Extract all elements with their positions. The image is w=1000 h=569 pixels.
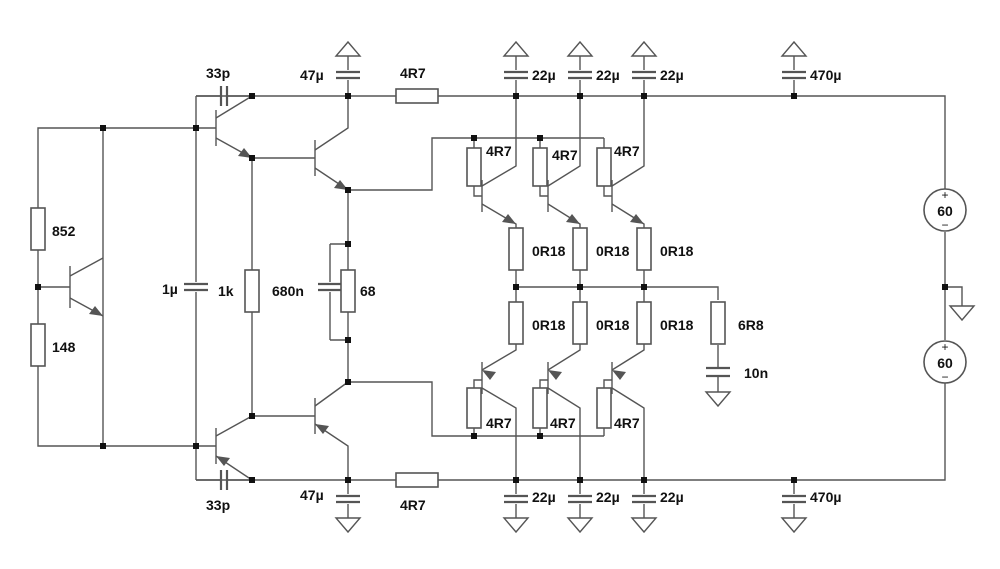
r-emitter-top-3-label: 0R18 xyxy=(660,243,694,259)
r-emitter-top-1-label: 0R18 xyxy=(532,243,566,259)
r-emitter-bottom-3-label: 0R18 xyxy=(660,317,694,333)
r-bias-top-label: 852 xyxy=(52,223,76,239)
c-decouple-top-3-label: 22µ xyxy=(660,67,684,83)
ground-symbols xyxy=(334,40,976,534)
r-base-top-3-label: 4R7 xyxy=(614,143,640,159)
c-bulk-bottom-label: 470µ xyxy=(810,489,841,505)
r-base-top-1-label: 4R7 xyxy=(486,143,512,159)
c-speedup-label: 680n xyxy=(272,283,304,299)
component-labels: 33p 33p 47µ 47µ 4R7 4R7 22µ 22µ 22µ 22µ … xyxy=(52,65,841,513)
plus-sign: + xyxy=(941,188,948,202)
r-base-top-2-label: 4R7 xyxy=(552,147,578,163)
c-decouple-top-1-label: 22µ xyxy=(532,67,556,83)
c-input-bottom-label: 33p xyxy=(206,497,230,513)
r-bias-bottom-label: 148 xyxy=(52,339,76,355)
r-zobel-label: 6R8 xyxy=(738,317,764,333)
c-bootstrap-bottom-label: 47µ xyxy=(300,487,324,503)
r-rail-top-label: 4R7 xyxy=(400,65,426,81)
c-bootstrap-top-label: 47µ xyxy=(300,67,324,83)
r-emitter-top-2-label: 0R18 xyxy=(596,243,630,259)
r-base-bottom-1-label: 4R7 xyxy=(486,415,512,431)
r-base-bottom-2-label: 4R7 xyxy=(550,415,576,431)
c-decouple-bottom-1-label: 22µ xyxy=(532,489,556,505)
plus-sign: + xyxy=(941,340,948,354)
supply-top-label: 60 xyxy=(937,203,953,219)
c-input-top-label: 33p xyxy=(206,65,230,81)
r-emitter-bottom-1-label: 0R18 xyxy=(532,317,566,333)
c-decouple-bottom-2-label: 22µ xyxy=(596,489,620,505)
c-decouple-top-2-label: 22µ xyxy=(596,67,620,83)
c-bias-label: 1µ xyxy=(162,281,178,297)
c-decouple-bottom-3-label: 22µ xyxy=(660,489,684,505)
voltage-source-top: + 60 − xyxy=(923,188,967,232)
minus-sign: − xyxy=(941,370,948,384)
minus-sign: − xyxy=(941,218,948,232)
r-speedup-label: 68 xyxy=(360,283,376,299)
c-zobel-label: 10n xyxy=(744,365,768,381)
r-base-bottom-3-label: 4R7 xyxy=(614,415,640,431)
emitter-arrows xyxy=(89,148,644,466)
r-driver-label: 1k xyxy=(218,283,234,299)
r-emitter-bottom-2-label: 0R18 xyxy=(596,317,630,333)
voltage-source-bottom: + 60 − xyxy=(923,340,967,384)
junction-dots xyxy=(35,93,948,483)
supply-bottom-label: 60 xyxy=(937,355,953,371)
resistors xyxy=(30,88,726,488)
r-rail-bottom-label: 4R7 xyxy=(400,497,426,513)
capacitors xyxy=(184,70,806,504)
c-bulk-top-label: 470µ xyxy=(810,67,841,83)
